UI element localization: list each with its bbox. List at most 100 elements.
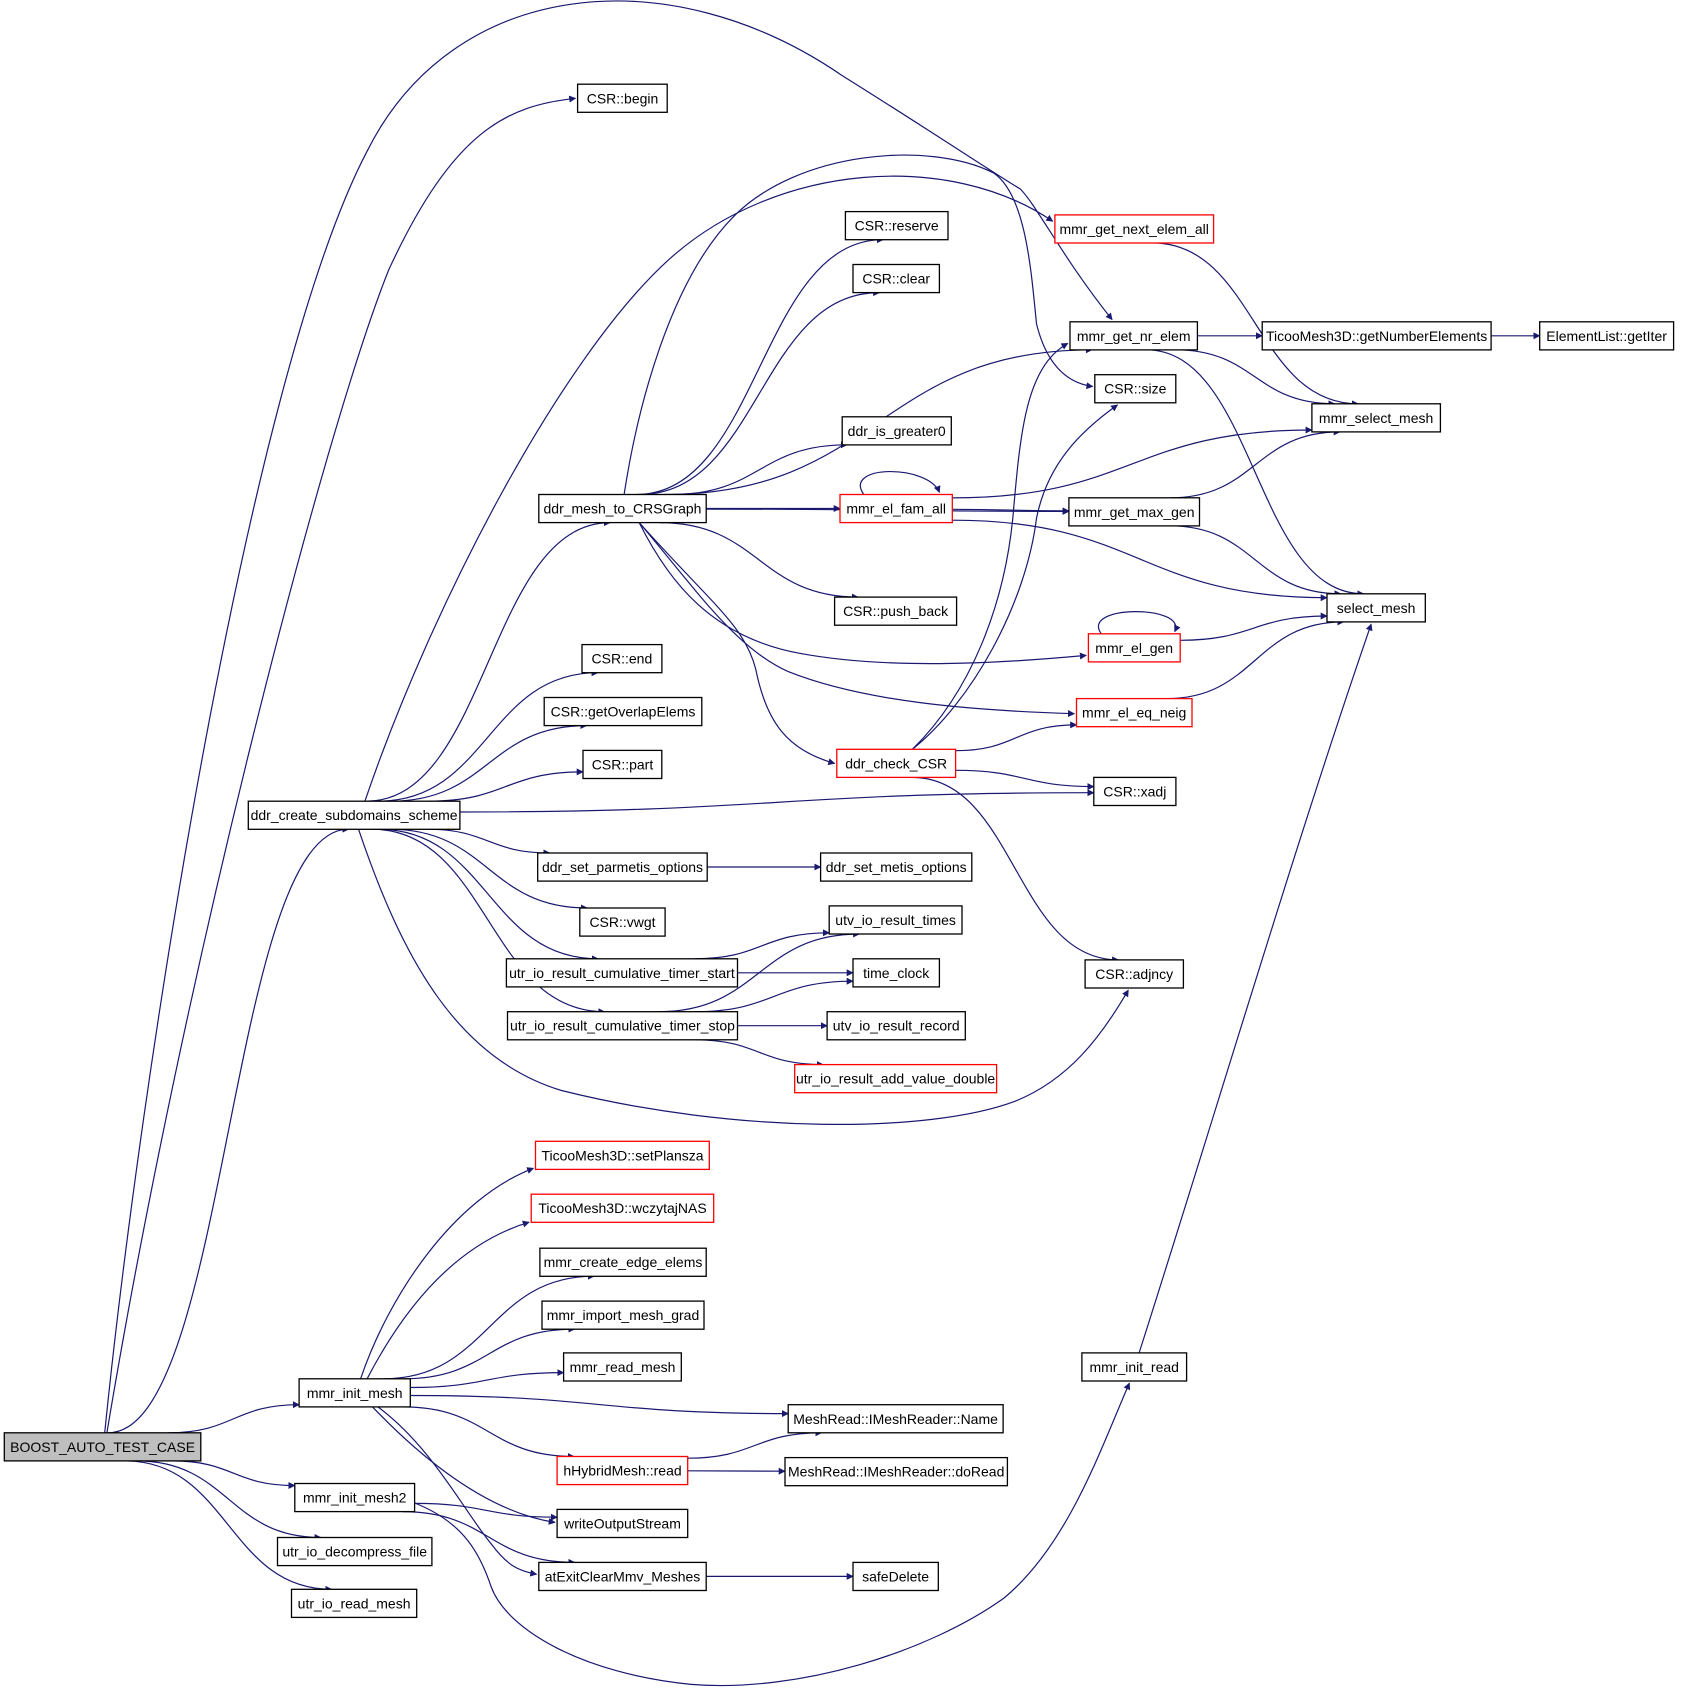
- node-meshread-name[interactable]: MeshRead::IMeshReader::Name: [787, 1404, 1004, 1434]
- edge-root-to-csr_begin: [106, 95, 577, 1433]
- node-csr-vwgt[interactable]: CSR::vwgt: [579, 907, 666, 937]
- node-label: mmr_create_edge_elems: [544, 1254, 703, 1270]
- node-csr-push-back[interactable]: CSR::push_back: [833, 596, 958, 626]
- node-utr-io-read-mesh[interactable]: utr_io_read_mesh: [290, 1588, 418, 1619]
- node-box: [581, 643, 663, 674]
- node-mmr-create-edge-elems[interactable]: mmr_create_edge_elems: [539, 1247, 707, 1277]
- node-box: [819, 852, 973, 882]
- node-label: CSR::reserve: [855, 218, 939, 234]
- node-mmr-get-max-gen[interactable]: mmr_get_max_gen: [1068, 497, 1201, 527]
- edge-mmr_get_max_gen-to-select_mesh: [1169, 525, 1342, 598]
- node-ddr-check-csr[interactable]: ddr_check_CSR: [836, 748, 957, 779]
- node-csr-xadj[interactable]: CSR::xadj: [1093, 776, 1177, 807]
- node-mmr-get-next-elem-all[interactable]: mmr_get_next_elem_all: [1054, 214, 1215, 244]
- node-elementlist-getiter[interactable]: ElementList::getIter: [1539, 321, 1675, 351]
- node-label: mmr_get_nr_elem: [1077, 328, 1191, 344]
- node-label: CSR::vwgt: [589, 914, 655, 930]
- node-writeoutputstream[interactable]: writeOutputStream: [556, 1508, 689, 1539]
- node-meshread-doread[interactable]: MeshRead::IMeshReader::doRead: [784, 1456, 1009, 1487]
- node-time-clock[interactable]: time_clock: [852, 958, 941, 988]
- node-mmr-select-mesh[interactable]: mmr_select_mesh: [1311, 403, 1442, 433]
- node-box: [538, 493, 707, 524]
- node-utv-io-result-times[interactable]: utv_io_result_times: [828, 905, 963, 935]
- node-mmr-el-gen[interactable]: mmr_el_gen: [1087, 633, 1181, 663]
- node-mmr-read-mesh[interactable]: mmr_read_mesh: [562, 1352, 682, 1382]
- node-label: mmr_import_mesh_grad: [547, 1307, 700, 1323]
- node-label: hHybridMesh::read: [563, 1463, 681, 1479]
- node-ticoo-wczytajnas[interactable]: TicooMesh3D::wczytajNAS: [530, 1193, 715, 1223]
- node-box: [1054, 214, 1215, 244]
- edge-mmr_el_gen-to-mmr_el_gen: [1097, 611, 1181, 635]
- edge-mmr_el_gen-to-select_mesh: [1180, 612, 1328, 641]
- node-ddr-is-greater0[interactable]: ddr_is_greater0: [841, 416, 952, 446]
- node-csr-adjncy[interactable]: CSR::adjncy: [1084, 959, 1185, 989]
- node-box: [1326, 593, 1426, 623]
- edge-mmr_el_fam_all-to-mmr_get_max_gen: [952, 507, 1070, 515]
- node-label: mmr_select_mesh: [1319, 410, 1433, 426]
- edge-ddr_create_subdomains_scheme-to-ddr_set_parmetis_options: [426, 828, 551, 857]
- node-csr-part[interactable]: CSR::part: [582, 749, 663, 780]
- node-utr-io-result-add-value-double[interactable]: utr_io_result_add_value_double: [794, 1063, 998, 1094]
- node-csr-clear[interactable]: CSR::clear: [852, 263, 941, 294]
- node-csr-reserve[interactable]: CSR::reserve: [844, 210, 949, 241]
- edge-utr_io_result_cumulative_timer_start-to-utv_io_result_times: [694, 929, 830, 960]
- node-mmr-init-mesh2[interactable]: mmr_init_mesh2: [294, 1482, 416, 1513]
- node-label: utr_io_result_cumulative_timer_stop: [510, 1018, 735, 1034]
- node-utr-io-result-cumulative-timer-start[interactable]: utr_io_result_cumulative_timer_start: [505, 958, 739, 988]
- node-csr-size[interactable]: CSR::size: [1094, 374, 1177, 404]
- node-csr-begin[interactable]: CSR::begin: [576, 83, 668, 113]
- node-mmr-el-fam-all[interactable]: mmr_el_fam_all: [839, 493, 953, 524]
- node-box: [530, 1193, 715, 1223]
- node-csr-end[interactable]: CSR::end: [581, 643, 663, 674]
- edge-mmr_init_mesh2-to-mmr_init_read: [414, 1382, 1131, 1687]
- node-label: time_clock: [863, 965, 930, 981]
- node-label: CSR::getOverlapElems: [551, 704, 696, 720]
- node-ddr-set-metis-options[interactable]: ddr_set_metis_options: [819, 852, 973, 882]
- node-box: [1087, 633, 1181, 663]
- edge-root-to-mmr_init_mesh: [168, 1401, 300, 1434]
- node-box: [1081, 1352, 1188, 1382]
- node-label: CSR::begin: [587, 90, 659, 106]
- node-select-mesh[interactable]: select_mesh: [1326, 593, 1426, 623]
- node-mmr-get-nr-elem[interactable]: mmr_get_nr_elem: [1069, 321, 1199, 351]
- node-ddr-set-parmetis-options[interactable]: ddr_set_parmetis_options: [537, 852, 708, 882]
- node-hhybridmesh-read[interactable]: hHybridMesh::read: [556, 1455, 689, 1486]
- node-mmr-init-read[interactable]: mmr_init_read: [1081, 1352, 1188, 1382]
- node-box: [828, 905, 963, 935]
- edge-root-to-utr_io_decompress_file: [136, 1460, 322, 1541]
- node-atexitclearmmv-meshes[interactable]: atExitClearMmv_Meshes: [538, 1561, 707, 1592]
- node-ticoo-setplansza[interactable]: TicooMesh3D::setPlansza: [534, 1140, 710, 1171]
- node-box: [543, 696, 703, 727]
- node-label: CSR::xadj: [1103, 783, 1166, 799]
- edge-ddr_check_csr-to-csr_xadj: [955, 769, 1095, 791]
- node-label: utr_io_decompress_file: [282, 1544, 427, 1560]
- node-utr-io-result-cumulative-timer-stop[interactable]: utr_io_result_cumulative_timer_stop: [506, 1011, 739, 1041]
- node-box: [1539, 321, 1675, 351]
- node-box: [1311, 403, 1442, 433]
- node-label: mmr_el_fam_all: [846, 501, 946, 517]
- edge-mmr_init_mesh-to-mmr_create_edge_elems: [383, 1272, 595, 1380]
- node-mmr-el-eq-neig[interactable]: mmr_el_eq_neig: [1075, 697, 1193, 728]
- node-ddr-create-subdomains-scheme[interactable]: ddr_create_subdomains_scheme: [247, 800, 461, 830]
- node-utr-io-decompress-file[interactable]: utr_io_decompress_file: [276, 1536, 433, 1567]
- node-utv-io-result-record[interactable]: utv_io_result_record: [826, 1011, 966, 1041]
- node-label: MeshRead::IMeshReader::doRead: [788, 1464, 1004, 1480]
- node-label: utr_io_result_add_value_double: [796, 1071, 995, 1087]
- node-box: [294, 1482, 416, 1513]
- edge-ddr_create_subdomains_scheme-to-mmr_get_next_elem_all: [364, 175, 1054, 802]
- edge-hhybridmesh_read-to-meshread_name: [687, 1429, 823, 1459]
- node-root[interactable]: BOOST_AUTO_TEST_CASE: [3, 1432, 202, 1462]
- node-ddr-mesh-to-crsgraph[interactable]: ddr_mesh_to_CRSGraph: [538, 493, 707, 524]
- edge-ddr_mesh_to_crsgraph-to-csr_clear: [639, 289, 881, 496]
- edge-mmr_el_eq_neig-to-select_mesh: [1166, 618, 1345, 700]
- node-mmr-init-mesh[interactable]: mmr_init_mesh: [298, 1378, 411, 1408]
- node-box: [247, 800, 461, 830]
- edge-mmr_init_mesh-to-ticoo_setplansza: [360, 1167, 535, 1379]
- edge-mmr_get_nr_elem-to-mmr_select_mesh: [1175, 349, 1336, 408]
- node-safedelete[interactable]: safeDelete: [852, 1561, 939, 1592]
- edge-mmr_init_mesh-to-meshread_name: [410, 1394, 789, 1418]
- node-mmr-import-mesh-grad[interactable]: mmr_import_mesh_grad: [541, 1300, 705, 1330]
- node-ticoo-getnumberelements[interactable]: TicooMesh3D::getNumberElements: [1261, 321, 1492, 351]
- edge-ddr_mesh_to_crsgraph-to-mmr_el_eq_neig: [638, 522, 1075, 718]
- node-csr-getoverlapelems[interactable]: CSR::getOverlapElems: [543, 696, 703, 727]
